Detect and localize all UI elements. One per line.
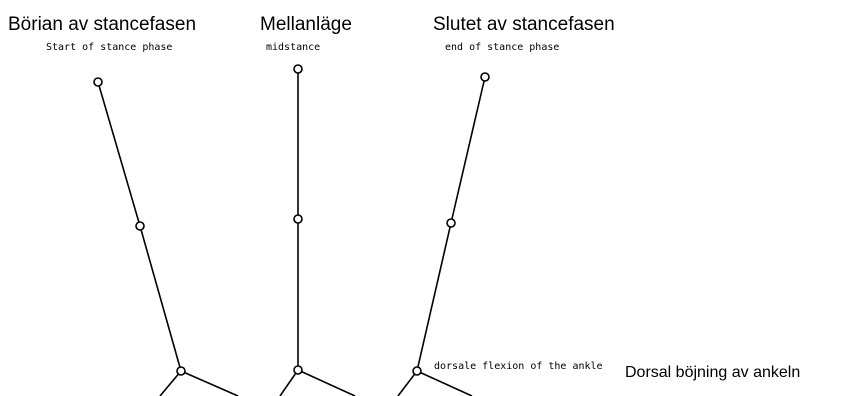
leg-start-hip-joint xyxy=(93,77,103,87)
leg-start-foot-left xyxy=(159,370,182,396)
ankle-annotation-sv: Dorsal böjning av ankeln xyxy=(625,364,800,381)
leg-start-lower-segment xyxy=(139,225,182,372)
phase-title-end: Slutet av stancefasen xyxy=(433,14,615,35)
leg-mid-ankle-joint xyxy=(293,365,303,375)
phase-title-midstance: Mellanläge xyxy=(260,14,352,35)
leg-end-ankle-joint xyxy=(412,366,422,376)
leg-mid-foot-right xyxy=(297,369,356,396)
leg-start-upper-segment xyxy=(97,81,141,227)
leg-end-upper-segment xyxy=(450,76,486,224)
leg-start-ankle-joint xyxy=(176,366,186,376)
ankle-annotation-en: dorsale flexion of the ankle xyxy=(434,361,603,372)
leg-mid-foot-left xyxy=(279,369,299,396)
phase-title-start: Börian av stancefasen xyxy=(8,14,196,35)
leg-start-of-stance xyxy=(93,77,239,396)
leg-start-foot-right xyxy=(180,370,239,396)
leg-end-lower-segment xyxy=(416,222,452,372)
leg-end-hip-joint xyxy=(480,72,490,82)
leg-end-foot-right xyxy=(416,370,473,396)
phase-label-start: Start of stance phase xyxy=(46,42,172,53)
phase-label-midstance: midstance xyxy=(266,42,320,53)
leg-start-knee-joint xyxy=(135,221,145,231)
leg-end-of-stance xyxy=(397,72,490,396)
leg-end-knee-joint xyxy=(446,218,456,228)
leg-mid-knee-joint xyxy=(293,214,303,224)
phase-label-end: end of stance phase xyxy=(445,42,559,53)
leg-end-foot-left xyxy=(397,370,418,396)
leg-mid-hip-joint xyxy=(293,64,303,74)
leg-midstance xyxy=(279,64,356,396)
